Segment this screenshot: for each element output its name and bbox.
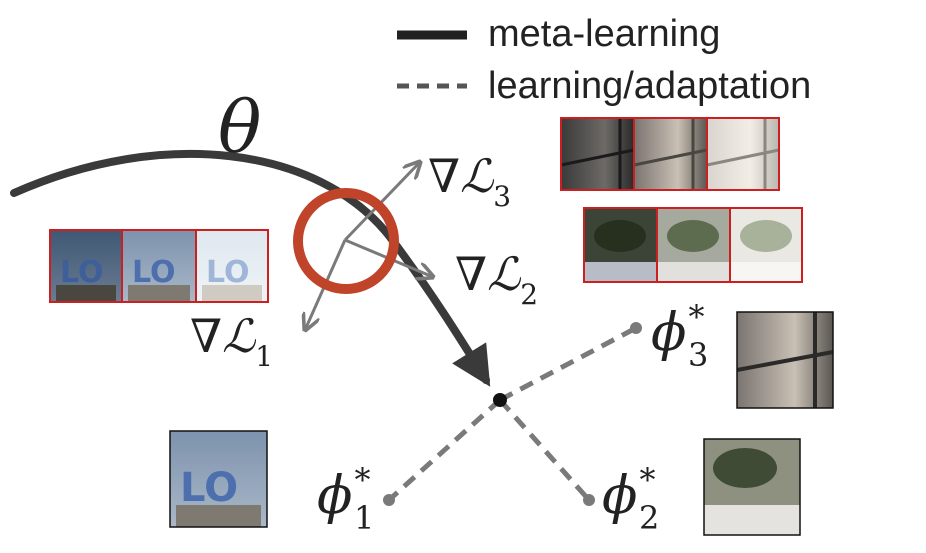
- phi-label-3: ϕ*3: [651, 298, 708, 374]
- result-thumbnail-railing: [736, 311, 834, 409]
- phi-base-1: ϕ: [317, 466, 352, 526]
- svg-text:LO: LO: [132, 255, 176, 290]
- svg-text:LO: LO: [206, 255, 250, 290]
- phi-sup-2: *: [639, 461, 655, 499]
- love-thumbnail-medium: LO: [121, 229, 197, 303]
- legend: meta-learning learning/adaptation: [397, 13, 811, 107]
- gradient-op-2: ∇: [455, 247, 487, 301]
- legend-adaptation-label: learning/adaptation: [488, 65, 811, 107]
- gradient-sym-2: ℒ: [487, 247, 521, 301]
- gradient-arrow-3: [343, 162, 420, 242]
- gradient-label-1: ∇ℒ1: [190, 309, 273, 373]
- gradient-op-1: ∇: [190, 309, 222, 363]
- adaptation-end-3: [630, 322, 642, 334]
- adaptation-path-3: [498, 325, 638, 403]
- result-thumbnail-tree: [703, 438, 801, 536]
- legend-meta-learning-label: meta-learning: [488, 13, 720, 55]
- meta-learned-point: [493, 393, 507, 407]
- gradient-label-3: ∇ℒ3: [428, 149, 511, 213]
- adaptation-path-2: [498, 398, 591, 502]
- love-thumbnail-dark: LO: [49, 229, 123, 303]
- railing-thumbnail-medium: [633, 117, 708, 191]
- gradient-sym-3: ℒ: [460, 149, 494, 203]
- gradient-sub-2: 2: [520, 278, 538, 311]
- phi-label-2: ϕ*2: [602, 461, 659, 537]
- phi-label-1: ϕ*1: [317, 461, 374, 537]
- gradient-sym-1: ℒ: [222, 309, 256, 363]
- adaptation-end-2: [583, 494, 595, 506]
- phi-sub-1: 1: [354, 499, 374, 537]
- highlight-circle: [293, 188, 399, 294]
- phi-base-2: ϕ: [602, 466, 637, 526]
- adaptation-end-1: [383, 494, 395, 506]
- gradient-label-2: ∇ℒ2: [455, 247, 538, 311]
- adaptation-path-1: [387, 398, 502, 502]
- svg-text:LO: LO: [180, 465, 238, 511]
- gradient-sub-1: 1: [255, 340, 273, 373]
- love-thumbnail-strip: LO LO LO: [49, 229, 269, 303]
- tree-thumbnail-medium: [656, 207, 731, 283]
- svg-text:LO: LO: [60, 255, 104, 290]
- gradient-sub-3: 3: [493, 180, 511, 213]
- railing-thumbnail-bright: [706, 117, 780, 191]
- railing-thumbnail-strip: [560, 117, 780, 191]
- result-thumbnail-love: LO: [169, 430, 268, 528]
- adaptation-paths: [383, 322, 642, 506]
- tree-thumbnail-dark: [583, 207, 658, 283]
- phi-base-3: ϕ: [651, 303, 686, 363]
- phi-sub-2: 2: [639, 499, 659, 537]
- meta-learning-path: [10, 150, 491, 387]
- phi-sub-3: 3: [688, 336, 708, 374]
- gradient-op-3: ∇: [428, 149, 460, 203]
- tree-thumbnail-bright: [729, 207, 803, 283]
- phi-sup-1: *: [354, 461, 370, 499]
- tree-thumbnail-strip: [583, 207, 803, 283]
- love-thumbnail-bright: LO: [195, 229, 269, 303]
- railing-thumbnail-dark: [560, 117, 635, 191]
- phi-sup-3: *: [688, 298, 704, 336]
